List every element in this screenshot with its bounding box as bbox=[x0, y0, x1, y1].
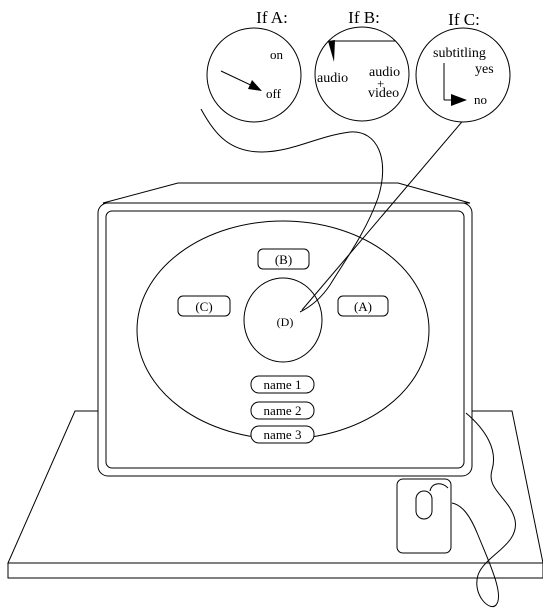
dial-c-title: If C: bbox=[448, 10, 480, 29]
dial-b-audio-label: audio bbox=[317, 71, 348, 86]
dial-a-arrowhead bbox=[248, 80, 262, 91]
dial-b-circle bbox=[314, 26, 410, 122]
dial-a-off-label: off bbox=[266, 86, 282, 101]
mouse-cable-lead bbox=[429, 483, 449, 492]
dial-c-yes-label: yes bbox=[475, 62, 494, 77]
name-1-button[interactable]: name 1 bbox=[250, 375, 315, 394]
name-2-button[interactable]: name 2 bbox=[250, 401, 315, 420]
dial-a-cable bbox=[200, 108, 384, 313]
center-d[interactable]: (D) bbox=[243, 277, 323, 363]
dial-a-circle bbox=[206, 27, 302, 123]
dial-c-no-label: no bbox=[474, 92, 487, 107]
dial-c-subtitling-label: subtitling bbox=[433, 46, 486, 61]
button-a[interactable]: (A) bbox=[337, 295, 389, 317]
dial-a-title: If A: bbox=[256, 8, 288, 27]
mouse[interactable] bbox=[396, 478, 452, 554]
dial-b-audio-video-line3: video bbox=[368, 86, 399, 101]
pointer-line bbox=[301, 109, 473, 311]
mouse-cable bbox=[451, 412, 516, 608]
name-3-button[interactable]: name 3 bbox=[250, 425, 315, 444]
name-1-label: name 1 bbox=[264, 377, 302, 392]
dial-b-audio-video-line2: + bbox=[377, 76, 384, 91]
dial-a-on-label: on bbox=[270, 47, 284, 62]
dial-b-title: If B: bbox=[348, 8, 380, 27]
name-3-label: name 3 bbox=[264, 427, 302, 442]
button-c-label: (C) bbox=[195, 299, 212, 314]
screen-menu: (B) (C) (A) (D) name 1 name 2 name 3 bbox=[136, 220, 430, 444]
dial-c-arrowhead bbox=[451, 94, 467, 106]
button-a-label: (A) bbox=[354, 299, 372, 314]
dial-b: If B: audio audio + video bbox=[314, 8, 410, 122]
dial-c-circle bbox=[415, 27, 511, 123]
name-2-label: name 2 bbox=[264, 403, 302, 418]
button-c[interactable]: (C) bbox=[177, 295, 231, 317]
dial-a: If A: on off bbox=[206, 8, 302, 123]
button-b[interactable]: (B) bbox=[257, 248, 310, 270]
button-b-label: (B) bbox=[275, 252, 292, 267]
dial-c: If C: subtitling yes no bbox=[415, 10, 511, 123]
dial-b-audio-video-line1: audio bbox=[369, 65, 400, 80]
center-d-label: (D) bbox=[277, 315, 294, 329]
dial-b-arrowhead bbox=[328, 40, 335, 62]
